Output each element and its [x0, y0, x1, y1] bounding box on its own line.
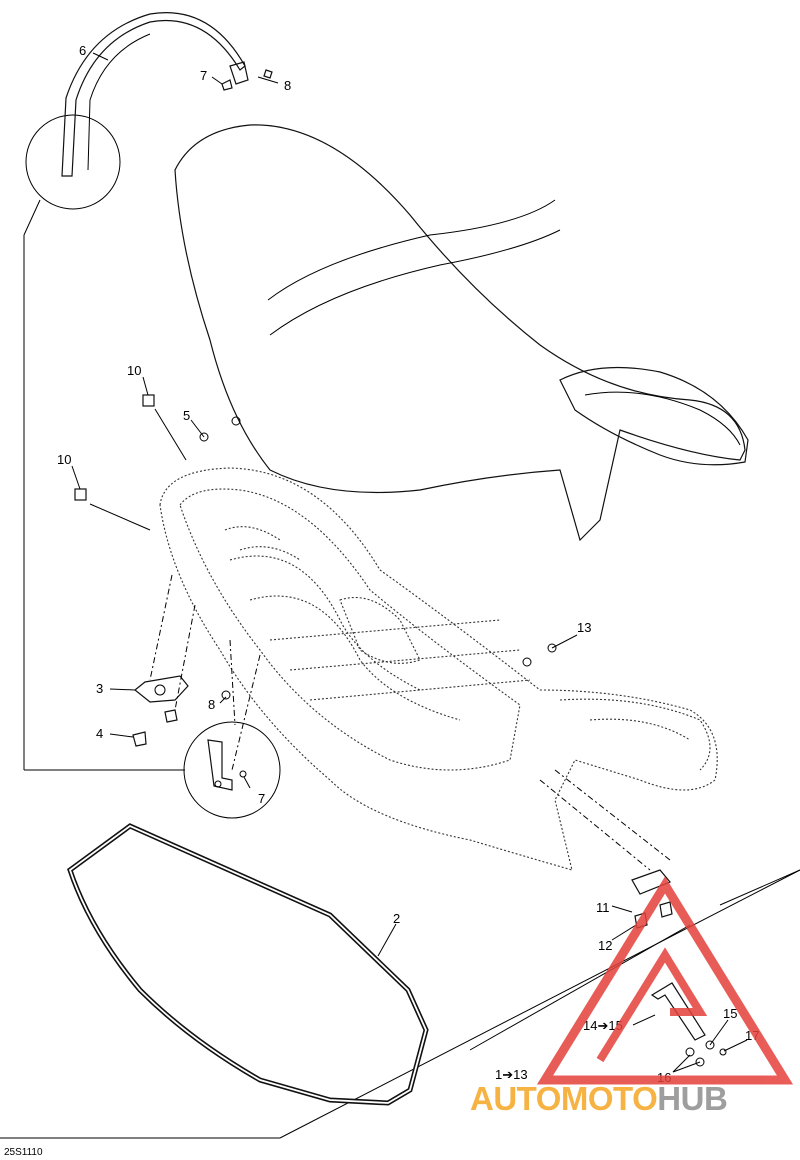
part-8-nut: [221, 69, 273, 700]
part-10-clips: [74, 394, 155, 501]
range-arrow: ➔: [502, 1067, 513, 1082]
callout-7: 7: [258, 791, 265, 806]
part-3-latch: [134, 675, 189, 703]
frame-lines: [0, 199, 800, 1139]
seat-base: [159, 467, 718, 871]
strap-part: [61, 12, 249, 177]
callout-14: 14: [583, 1018, 597, 1033]
watermark-orange-text: AUTOMOTO: [470, 1080, 657, 1117]
part-5-washer: [199, 416, 241, 442]
part-13-washers: [522, 643, 557, 667]
callout-10: 10: [57, 452, 71, 467]
watermark-text: AUTOMOTOHUB: [470, 1080, 727, 1117]
range-arrow: ➔: [597, 1018, 608, 1033]
callout-7: 7: [200, 68, 207, 83]
gasket-part: [67, 823, 429, 1106]
reference-code: 25S1110: [4, 1147, 43, 1158]
callout-1-range: 1➔13: [495, 1067, 528, 1082]
callout-11: 11: [596, 900, 610, 915]
callout-1-to: 13: [513, 1067, 527, 1082]
watermark: AUTOMOTOHUB: [470, 876, 794, 1117]
callout-5: 5: [183, 408, 190, 423]
callout-2: 2: [393, 911, 400, 926]
leader-lines: [71, 52, 748, 1073]
callout-8: 8: [284, 78, 291, 93]
callout-8: 8: [208, 697, 215, 712]
part-4-fasteners: [132, 709, 178, 747]
callout-3: 3: [96, 681, 103, 696]
callout-1: 1: [495, 1067, 502, 1082]
callout-4: 4: [96, 726, 103, 741]
detail-circle-strap: [25, 114, 121, 210]
part-7-screw: [221, 79, 233, 91]
part-16-17-hardware: [685, 1040, 727, 1067]
watermark-gray-text: HUB: [657, 1080, 727, 1117]
callout-15: 15: [723, 1006, 737, 1021]
callout-6: 6: [79, 43, 86, 58]
part-15-handle: [650, 982, 706, 1041]
callout-12: 12: [598, 938, 612, 953]
part-11-bracket: [631, 869, 671, 895]
seat-cover: [174, 124, 749, 542]
callout-10: 10: [127, 363, 141, 378]
callout-13: 13: [577, 620, 591, 635]
watermark-logo-icon: [536, 876, 794, 1085]
detail-circle-bracket: [183, 721, 281, 819]
